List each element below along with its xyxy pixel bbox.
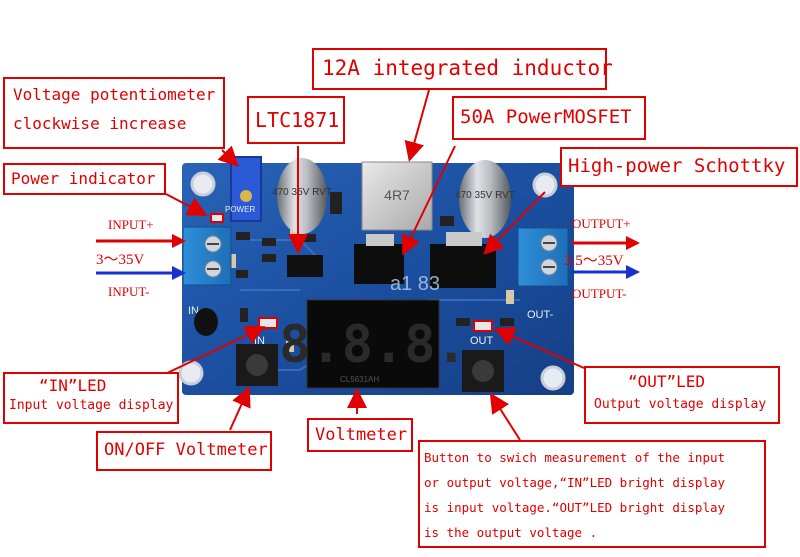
power-led: [210, 213, 224, 223]
label-in-led: “IN”LED Input voltage display: [3, 372, 179, 424]
mounting-hole: [190, 171, 216, 197]
output-plus-arrowhead: [626, 236, 640, 250]
label-button-line3: is input voltage.“OUT”LED bright display: [424, 500, 726, 515]
input-minus-label: INPUT-: [108, 284, 150, 299]
label-inductor: 12A integrated inductor: [312, 48, 613, 90]
label-schottky: High-power Schottky: [560, 147, 798, 187]
pcb-label-out-minus: OUT-: [527, 309, 554, 321]
label-in-led-title: “IN”LED: [39, 376, 107, 395]
input-plus-label: INPUT+: [108, 217, 154, 232]
mosfet-tab: [366, 234, 394, 246]
label-button-line1: Button to swich measurement of the input: [424, 450, 726, 465]
pcb-label-power: POWER: [225, 205, 255, 214]
out-led: [473, 320, 493, 332]
ltc1871-chip: [287, 255, 323, 277]
in-button-knob: [246, 354, 268, 376]
label-ltc1871: LTC1871: [247, 96, 345, 144]
mounting-hole: [540, 365, 566, 391]
display-model: CL5631AH: [340, 375, 379, 384]
mounting-hole: [532, 172, 558, 198]
output-minus-label: OUTPUT-: [572, 286, 627, 301]
label-voltmeter: Voltmeter: [307, 418, 413, 452]
display-digits: 8.8.8.: [279, 315, 467, 375]
mosfet: [354, 244, 404, 284]
label-onoff-voltmeter: ON/OFF Voltmeter: [96, 431, 272, 471]
voltmeter-display: [306, 299, 440, 389]
label-button-line4: is the output voltage .: [424, 525, 598, 540]
capacitor-left-mark: 470 35V RVT: [272, 187, 332, 198]
input-range-label: 3～35V: [96, 252, 145, 268]
label-button-description: Button to swich measurement of the input…: [418, 440, 766, 548]
capacitor-right-mark: 470 35V RVT: [455, 190, 515, 201]
output-range-label: 3.5～35V: [564, 253, 624, 269]
inductor-mark: 4R7: [384, 187, 410, 203]
potentiometer: [230, 156, 262, 222]
label-potentiometer-line1: Voltage potentiometer: [13, 85, 216, 104]
label-potentiometer: Voltage potentiometer clockwise increase: [3, 77, 225, 149]
potentiometer-screw: [240, 190, 252, 202]
pcb-board: 470 35V RVT 470 35V RVT 4R7 a1 83 8.8.8.…: [178, 156, 574, 395]
callout-lines: [164, 89, 585, 441]
output-minus-arrowhead: [626, 265, 640, 279]
pcb-label-out: OUT: [470, 335, 494, 347]
in-led: [258, 317, 278, 329]
input-plus-arrowhead: [172, 234, 186, 248]
label-mosfet: 50A PowerMOSFET: [452, 96, 646, 140]
chip-marking: a1 83: [390, 273, 440, 295]
label-out-led-title: “OUT”LED: [628, 372, 706, 391]
label-power-indicator: Power indicator: [3, 163, 166, 195]
input-minus-arrowhead: [172, 266, 186, 280]
output-terminal: [517, 227, 569, 287]
output-plus-label: OUTPUT+: [572, 216, 631, 231]
capacitor-left: [277, 158, 327, 234]
label-in-led-desc: Input voltage display: [9, 398, 174, 414]
transistor: [194, 308, 218, 336]
label-potentiometer-line2: clockwise increase: [13, 114, 187, 134]
label-out-led: “OUT”LED Output voltage display: [584, 366, 780, 424]
capacitor-right: [459, 160, 511, 238]
label-button-line2: or output voltage,“IN”LED bright display: [424, 475, 726, 490]
schottky-tab: [446, 232, 482, 246]
out-button-knob: [472, 360, 494, 382]
label-out-led-desc: Output voltage display: [594, 397, 767, 413]
input-terminal: [182, 226, 232, 286]
